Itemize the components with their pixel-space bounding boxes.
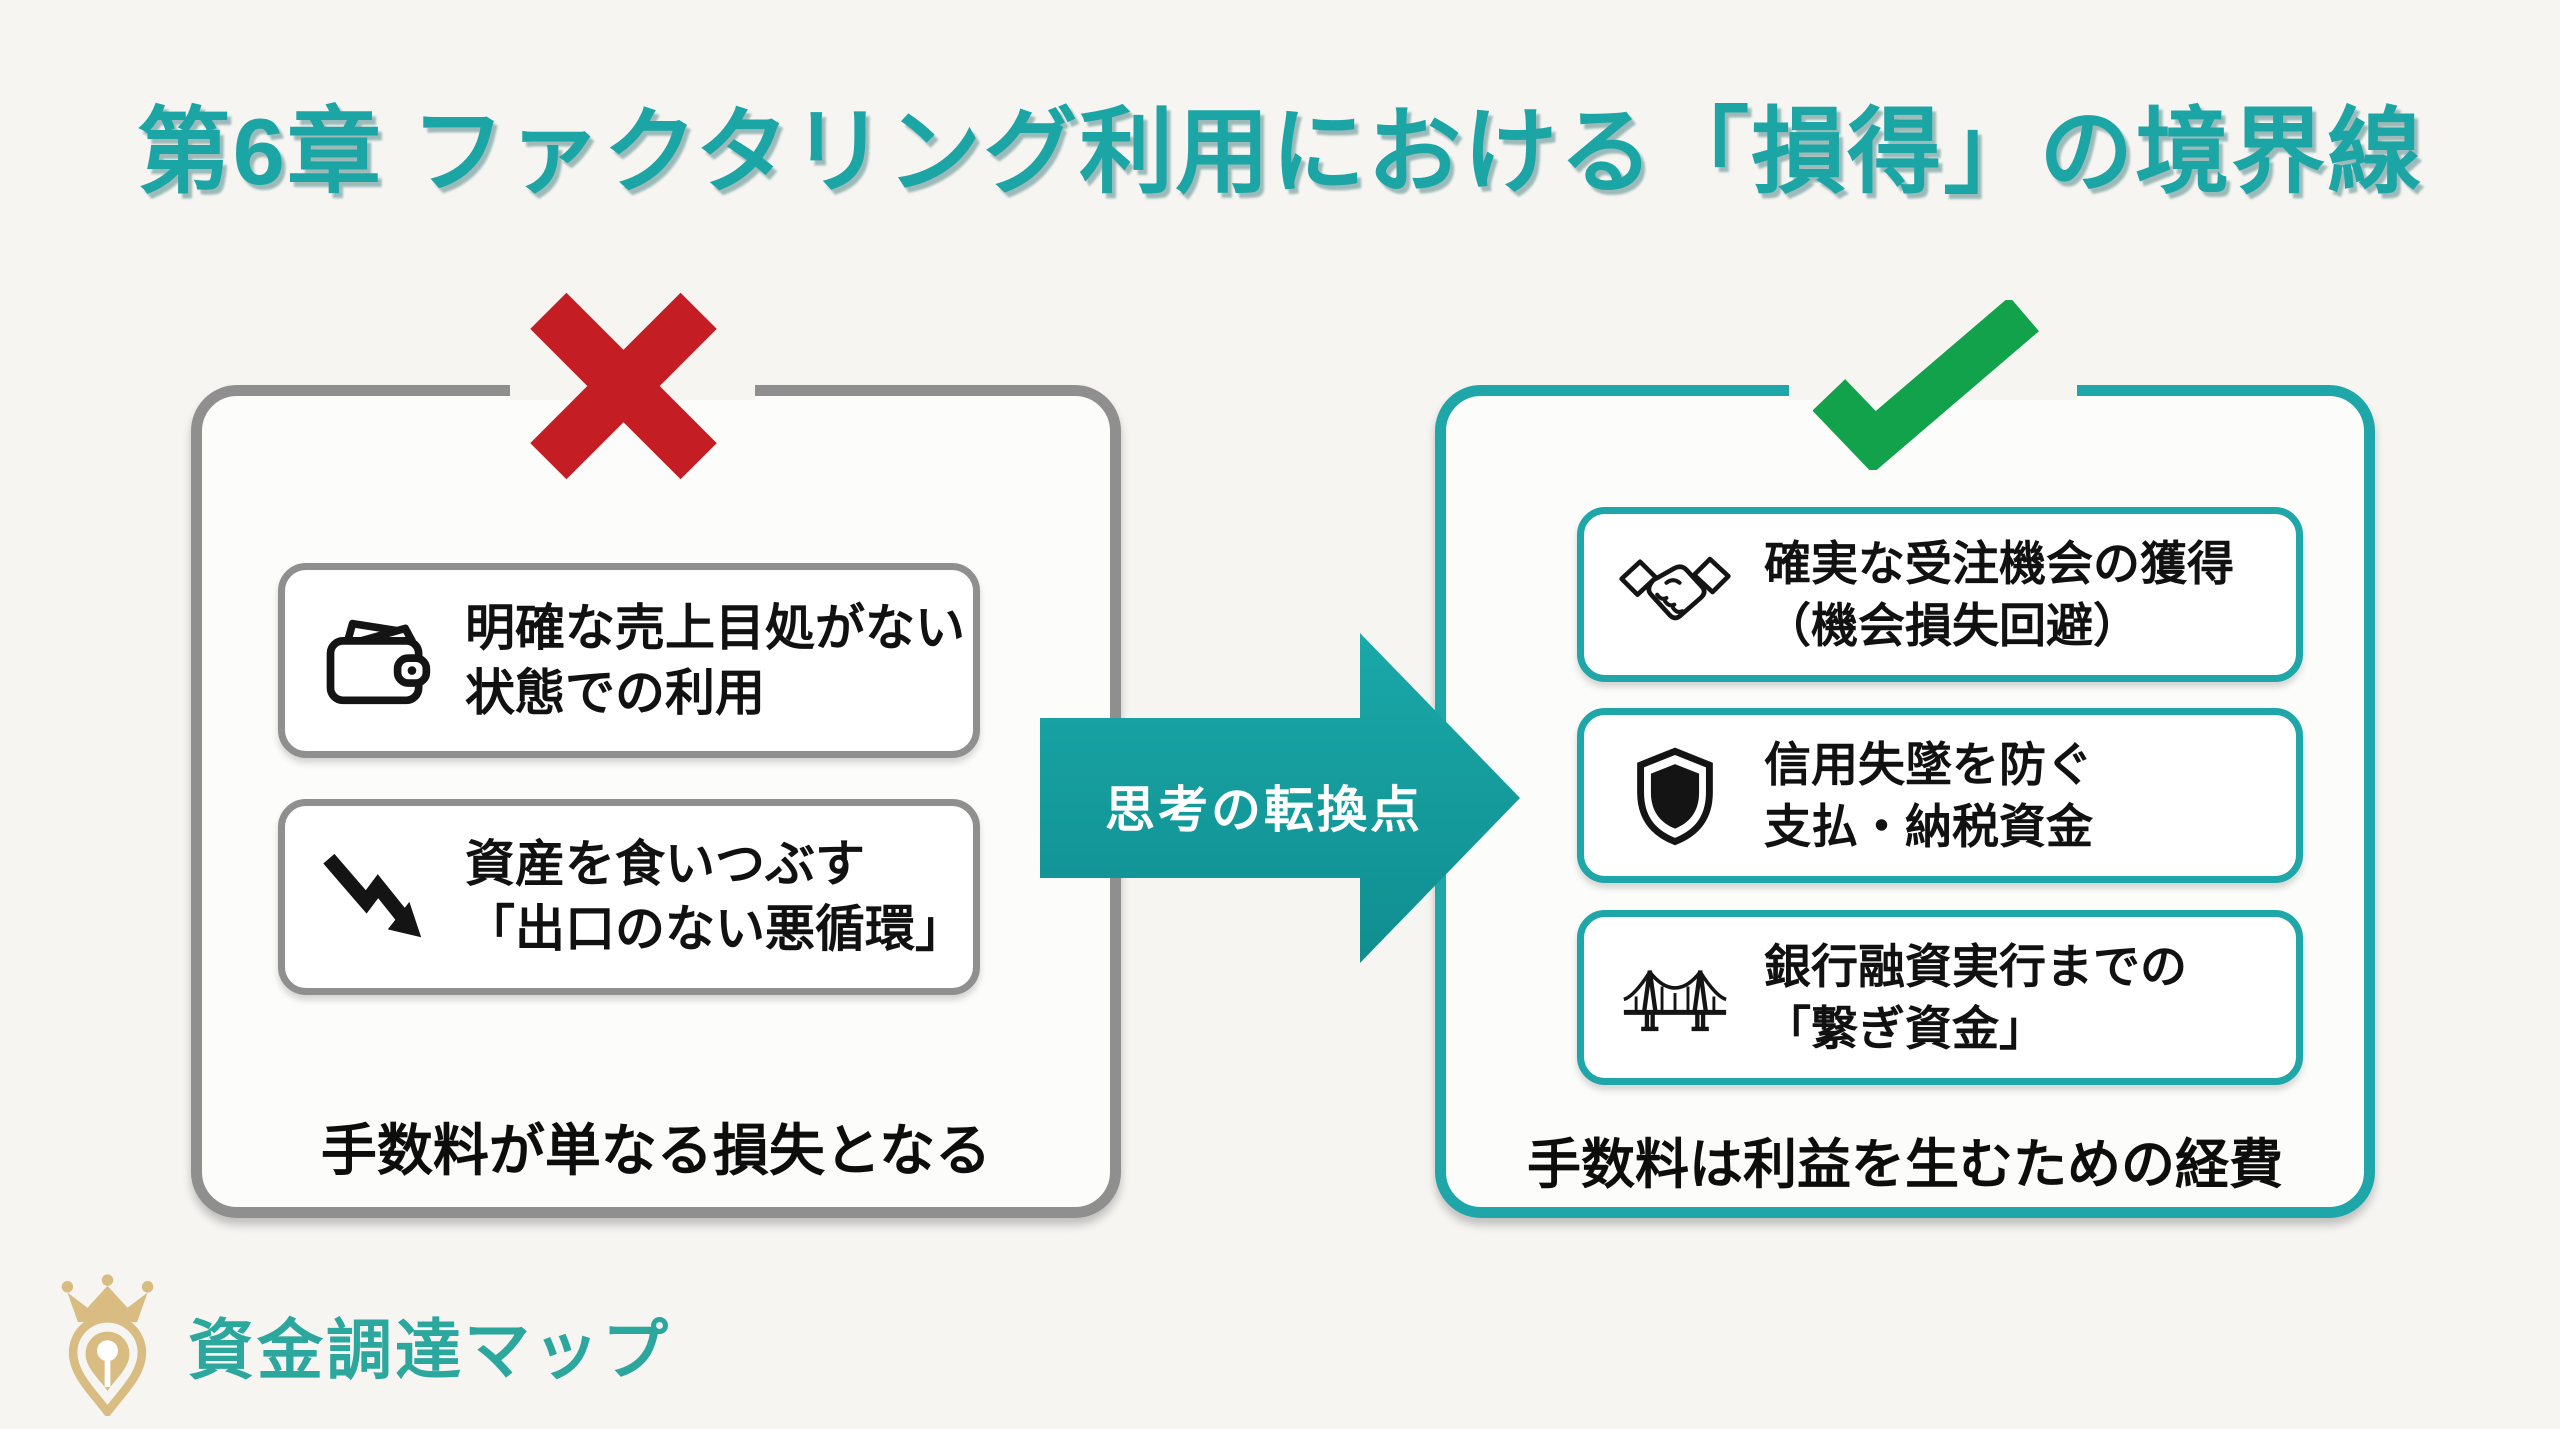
- brand-logo: 資金調達マップ: [55, 1274, 671, 1416]
- ok-caption: 手数料は利益を生むための経費: [1527, 1135, 2283, 1195]
- transition-arrow-label: 思考の転換点: [1105, 782, 1423, 838]
- bridge-icon: [1614, 962, 1736, 1034]
- declining-chart-arrow-icon: [315, 843, 437, 951]
- text-line-2: 「繋ぎ資金」: [1764, 1001, 2046, 1055]
- shield-icon: [1614, 744, 1736, 848]
- ng-panel: 明確な売上目処がない 状態での利用 資産を食いつぶす 「出口のない悪循環」 手数…: [191, 292, 1121, 1218]
- text-line-2: 支払・納税資金: [1764, 799, 2093, 853]
- crown-map-pin-icon: [55, 1274, 160, 1416]
- text-line-1: 信用失墜を防ぐ: [1764, 738, 2093, 792]
- transition-arrow: 思考の転換点: [1040, 633, 1520, 963]
- ok-item-text: 確実な受注機会の獲得 （機会損失回避）: [1764, 533, 2234, 655]
- text-line-1: 確実な受注機会の獲得: [1764, 537, 2234, 591]
- ng-caption: 手数料が単なる損失となる: [320, 1119, 992, 1182]
- ok-item-credit-protection: 信用失墜を防ぐ 支払・納税資金: [1577, 708, 2303, 883]
- text-line-2: 「出口のない悪循環」: [465, 901, 965, 957]
- ng-item-unclear-sales: 明確な売上目処がない 状態での利用: [278, 563, 980, 758]
- page-title: 第6章 ファクタリング利用における「損得」の境界線: [136, 99, 2424, 204]
- brand-name: 資金調達マップ: [188, 1313, 671, 1387]
- text-line-1: 資産を食いつぶす: [465, 836, 865, 892]
- text-line-2: 状態での利用: [465, 664, 765, 721]
- text-line-1: 銀行融資実行までの: [1764, 940, 2187, 994]
- ok-panel: 確実な受注機会の獲得 （機会損失回避） 信用失墜を防ぐ 支払・納税資金: [1435, 300, 2375, 1218]
- wallet-icon: [315, 608, 437, 714]
- check-mark-icon: [1813, 300, 2040, 470]
- ok-item-text: 信用失墜を防ぐ 支払・納税資金: [1764, 734, 2093, 856]
- ok-item-order-opportunity: 確実な受注機会の獲得 （機会損失回避）: [1577, 507, 2303, 682]
- text-line-1: 明確な売上目処がない: [465, 599, 965, 656]
- ng-item-text: 資産を食いつぶす 「出口のない悪循環」: [465, 832, 965, 962]
- ng-item-asset-erosion: 資産を食いつぶす 「出口のない悪循環」: [278, 799, 980, 995]
- handshake-icon: [1614, 553, 1736, 637]
- ng-item-text: 明確な売上目処がない 状態での利用: [465, 596, 965, 726]
- ok-item-text: 銀行融資実行までの 「繋ぎ資金」: [1764, 936, 2187, 1058]
- x-mark-icon: [530, 292, 717, 480]
- text-line-2: （機会損失回避）: [1764, 598, 2140, 652]
- ok-item-bridge-funds: 銀行融資実行までの 「繋ぎ資金」: [1577, 910, 2303, 1085]
